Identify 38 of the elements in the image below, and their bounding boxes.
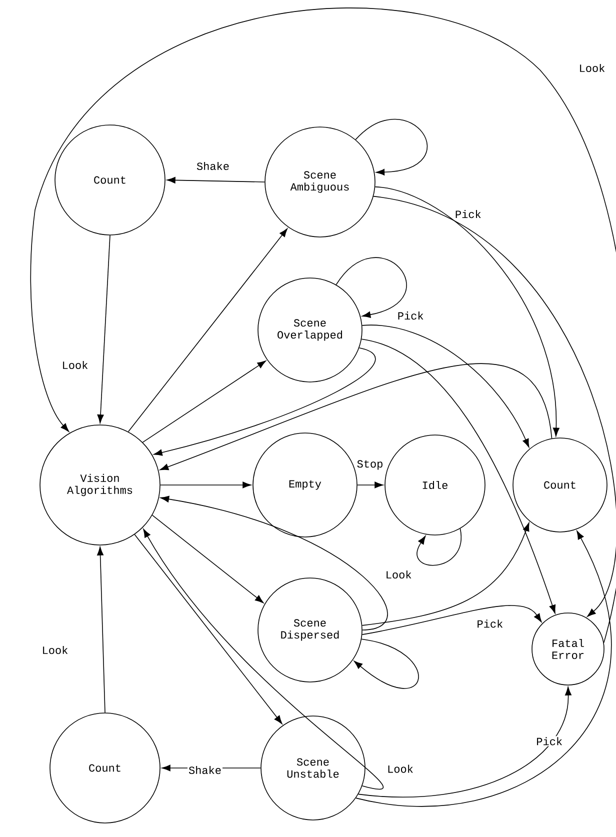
arrow — [97, 235, 110, 424]
arrow — [30, 8, 616, 644]
arrow — [97, 546, 106, 713]
arrow — [356, 530, 611, 806]
arrow — [143, 528, 384, 790]
edge-label: Look — [40, 644, 70, 656]
arrow — [160, 496, 388, 630]
arrow — [160, 482, 252, 488]
edge-label: Shake — [188, 764, 222, 776]
arrow — [154, 348, 376, 456]
arrow — [358, 686, 572, 798]
arrow — [373, 196, 616, 617]
edge-label: Shake — [196, 160, 230, 172]
arrow — [160, 363, 552, 470]
arrow — [357, 482, 384, 488]
edge-label: Pick — [454, 209, 482, 220]
arrow — [128, 228, 288, 432]
edge-label: Pick — [396, 310, 425, 321]
arrow — [166, 176, 265, 184]
arrow — [362, 605, 542, 635]
edge-label: Look — [384, 569, 413, 580]
edge-label: Pick — [476, 618, 504, 629]
arrow — [354, 638, 419, 689]
edge-label: Pick — [535, 736, 564, 746]
arrow — [416, 528, 462, 566]
edge-label: Stop — [356, 459, 384, 471]
arrow — [362, 325, 530, 448]
arrow — [152, 514, 264, 604]
arrow — [362, 522, 530, 626]
arrow — [142, 360, 266, 443]
edge-label: Look — [386, 764, 414, 774]
arrow — [336, 257, 407, 318]
edge-label: Look — [578, 62, 606, 74]
arrow — [355, 118, 428, 176]
edge-label: Look — [60, 360, 90, 370]
arrow — [134, 534, 282, 724]
arrow — [361, 338, 556, 614]
arrow — [374, 186, 560, 436]
